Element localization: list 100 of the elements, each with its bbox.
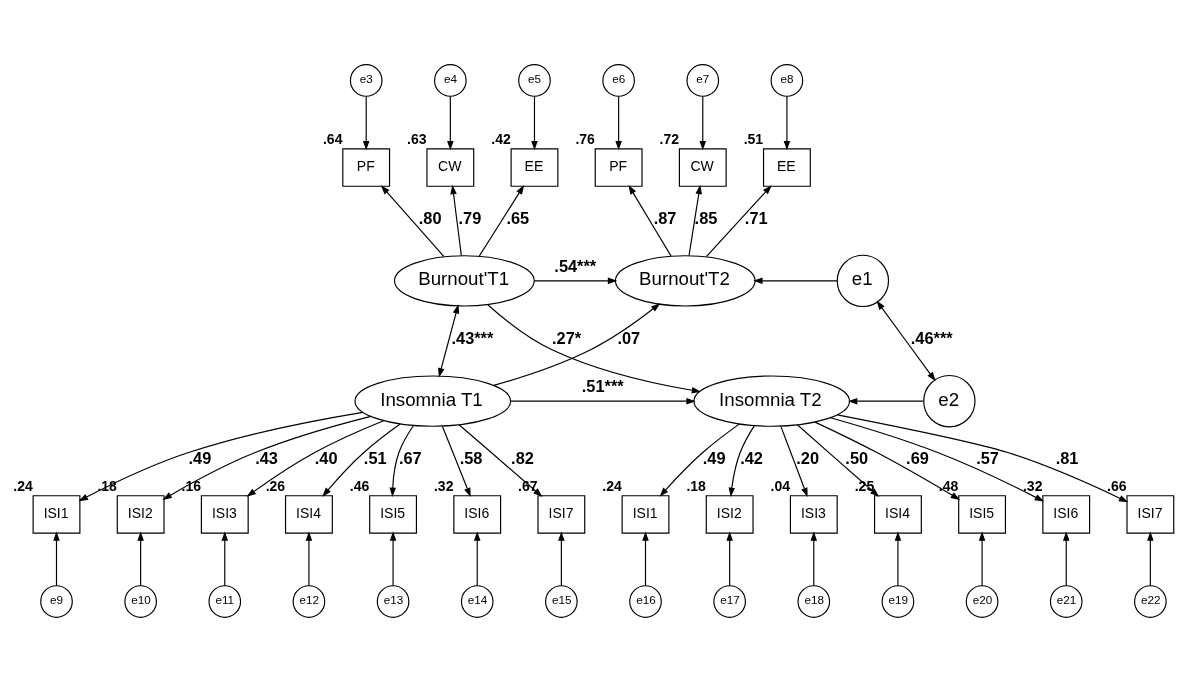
node-box: ISI3 xyxy=(789,495,838,534)
node-label: .51 xyxy=(743,130,764,147)
node-label: .32 xyxy=(433,477,454,494)
arrow xyxy=(780,425,808,498)
node-circle: e4 xyxy=(433,64,467,97)
node-label: .04 xyxy=(770,477,791,494)
edge-label: .85 xyxy=(694,208,718,227)
node-circle: e15 xyxy=(545,585,578,618)
node-circle: e11 xyxy=(208,585,242,618)
node-label: .42 xyxy=(491,130,511,147)
arrow xyxy=(441,425,471,498)
node-box: CW xyxy=(426,148,475,187)
arrow xyxy=(688,184,702,257)
arrow xyxy=(362,95,370,151)
edge-label: .57 xyxy=(976,449,999,468)
node-circle: e8 xyxy=(770,64,804,97)
node-circle: e20 xyxy=(965,585,999,618)
arrow xyxy=(305,531,313,587)
node-label: .64 xyxy=(322,130,343,147)
edge-label: .54*** xyxy=(554,256,597,275)
node-ellipse: Burnout'T2 xyxy=(614,255,756,307)
node-circle: e22 xyxy=(1134,585,1167,618)
node-box: ISI4 xyxy=(284,495,333,534)
edge-label: .49 xyxy=(188,449,212,468)
arrow xyxy=(615,95,622,151)
arrow xyxy=(699,95,707,151)
arrow xyxy=(493,303,661,386)
edge-label: .27* xyxy=(552,329,582,348)
edge-label: .67 xyxy=(398,449,422,468)
node-box: ISI5 xyxy=(369,495,418,534)
node-label: .48 xyxy=(938,477,959,494)
arrow xyxy=(322,423,401,497)
arrow xyxy=(162,415,372,500)
node-label: .63 xyxy=(407,130,427,147)
node-circle: e13 xyxy=(376,585,410,618)
edge-label: .20 xyxy=(796,449,820,468)
edge-label: .43 xyxy=(255,449,278,468)
arrow xyxy=(642,531,649,587)
edge-label: .58 xyxy=(459,449,483,468)
node-circle: e1 xyxy=(836,254,890,308)
edge-label: .42 xyxy=(740,449,763,468)
arrow xyxy=(1062,531,1070,587)
arrow xyxy=(438,304,460,378)
node-circle: e17 xyxy=(713,585,746,618)
arrow xyxy=(450,184,462,257)
arrow xyxy=(894,531,902,587)
node-box: ISI5 xyxy=(958,495,1007,534)
arrow xyxy=(531,95,538,151)
node-circle: e3 xyxy=(349,64,383,97)
node-box: PF xyxy=(594,148,643,187)
node-box: ISI2 xyxy=(705,495,754,534)
node-box: ISI3 xyxy=(200,495,249,534)
arrow xyxy=(389,424,415,498)
node-box: ISI4 xyxy=(873,495,922,534)
node-circle: e2 xyxy=(923,374,976,428)
arrow xyxy=(447,95,454,151)
node-box: PF xyxy=(342,148,391,187)
arrow xyxy=(510,397,696,405)
arrow xyxy=(458,424,543,497)
node-circle: e6 xyxy=(602,64,635,97)
node-label: .26 xyxy=(265,477,286,494)
arrow xyxy=(380,185,445,258)
arrow xyxy=(628,185,672,257)
arrow xyxy=(659,423,740,497)
arrow xyxy=(705,185,772,258)
node-box: ISI6 xyxy=(1042,495,1091,534)
arrow xyxy=(726,531,733,587)
node-circle: e14 xyxy=(460,585,494,618)
edge-label: .82 xyxy=(511,449,534,468)
edge-label: .87 xyxy=(653,208,677,227)
node-box: EE xyxy=(762,148,811,187)
node-label: .24 xyxy=(13,477,33,494)
edge-label: .71 xyxy=(744,208,768,227)
edge-label: .69 xyxy=(906,449,929,468)
edge-label: .80 xyxy=(418,208,442,227)
node-box: EE xyxy=(510,148,559,187)
arrow xyxy=(221,531,229,587)
arrow xyxy=(753,277,838,285)
node-box: ISI1 xyxy=(621,495,670,534)
node-circle: e9 xyxy=(40,585,73,618)
arrow xyxy=(783,95,791,151)
edge-label: .49 xyxy=(702,449,726,468)
arrow xyxy=(836,414,1129,503)
node-circle: e12 xyxy=(292,585,326,618)
node-box: ISI6 xyxy=(453,495,502,534)
edge-label: .07 xyxy=(617,329,641,348)
arrow xyxy=(810,531,818,587)
arrow xyxy=(797,424,880,497)
node-label: .46 xyxy=(349,477,370,494)
node-circle: e5 xyxy=(518,64,551,97)
node-circle: e7 xyxy=(686,64,720,97)
node-box: ISI2 xyxy=(116,495,165,534)
node-label: .32 xyxy=(1022,477,1043,494)
arrow xyxy=(848,397,924,405)
node-circle: e18 xyxy=(797,585,831,618)
node-label: .72 xyxy=(659,130,680,147)
edge-label: .79 xyxy=(458,208,482,227)
node-box: ISI7 xyxy=(537,495,586,534)
node-box: ISI7 xyxy=(1126,495,1175,534)
edge-label: .51*** xyxy=(581,377,624,396)
